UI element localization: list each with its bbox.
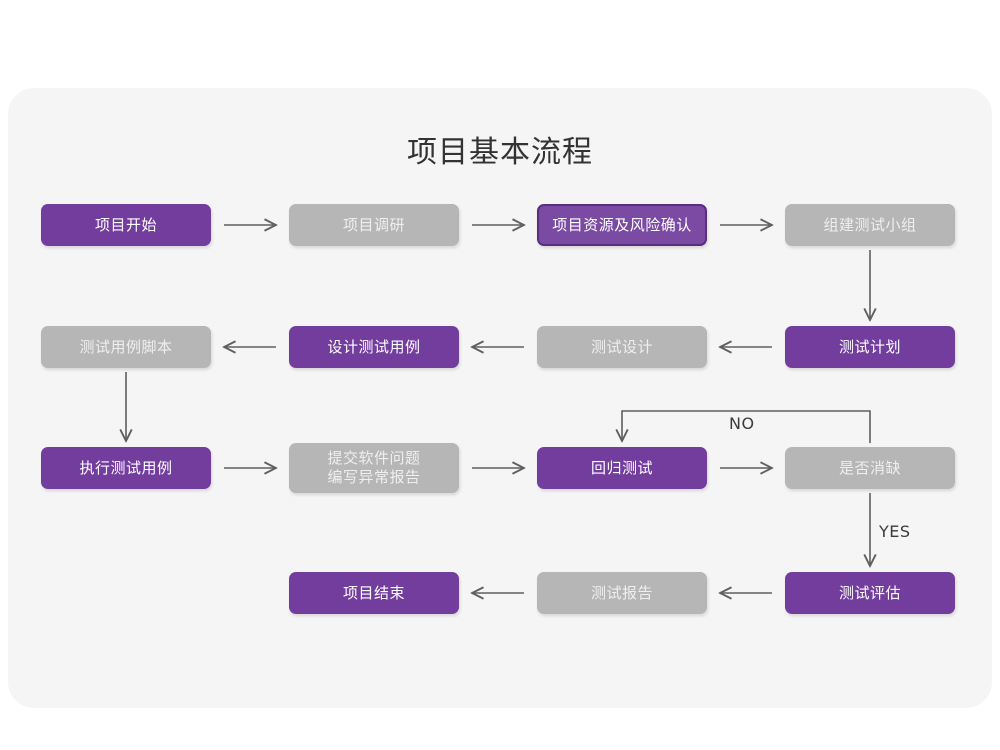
node-label: 项目开始 [94, 215, 157, 234]
node-defects-cleared-decision[interactable]: 是否消缺 [785, 447, 955, 489]
diagram-card [8, 88, 992, 708]
node-test-report[interactable]: 测试报告 [537, 572, 707, 614]
node-label: 执行测试用例 [79, 458, 173, 477]
node-submit-defects-report[interactable]: 提交软件问题 编写异常报告 [289, 443, 459, 493]
node-label: 测试设计 [590, 337, 653, 356]
node-label: 测试用例脚本 [79, 337, 173, 356]
node-label: 组建测试小组 [823, 215, 917, 234]
node-label-line-1: 提交软件问题 [327, 449, 421, 467]
node-project-end[interactable]: 项目结束 [289, 572, 459, 614]
node-test-design[interactable]: 测试设计 [537, 326, 707, 368]
node-test-case-scripts[interactable]: 测试用例脚本 [41, 326, 211, 368]
edge-label-no: NO [729, 414, 755, 433]
node-label: 项目结束 [342, 583, 405, 602]
node-test-plan[interactable]: 测试计划 [785, 326, 955, 368]
node-label: 测试评估 [838, 583, 901, 602]
node-label: 测试计划 [838, 337, 901, 356]
node-execute-test-cases[interactable]: 执行测试用例 [41, 447, 211, 489]
node-form-test-team[interactable]: 组建测试小组 [785, 204, 955, 246]
node-label: 测试报告 [590, 583, 653, 602]
node-resource-risk-confirm[interactable]: 项目资源及风险确认 [537, 204, 707, 246]
node-project-research[interactable]: 项目调研 [289, 204, 459, 246]
node-project-start[interactable]: 项目开始 [41, 204, 211, 246]
node-label-multiline: 提交软件问题 编写异常报告 [327, 449, 420, 487]
node-design-test-cases[interactable]: 设计测试用例 [289, 326, 459, 368]
node-label: 是否消缺 [838, 458, 901, 477]
node-test-evaluation[interactable]: 测试评估 [785, 572, 955, 614]
page-title: 项目基本流程 [407, 135, 593, 170]
node-label-line-2: 编写异常报告 [327, 468, 421, 486]
edge-label-yes: YES [879, 522, 911, 541]
node-label: 项目调研 [342, 215, 405, 234]
node-label: 设计测试用例 [327, 337, 421, 356]
node-regression-test[interactable]: 回归测试 [537, 447, 707, 489]
node-label: 回归测试 [590, 458, 653, 477]
node-label: 项目资源及风险确认 [552, 215, 692, 234]
